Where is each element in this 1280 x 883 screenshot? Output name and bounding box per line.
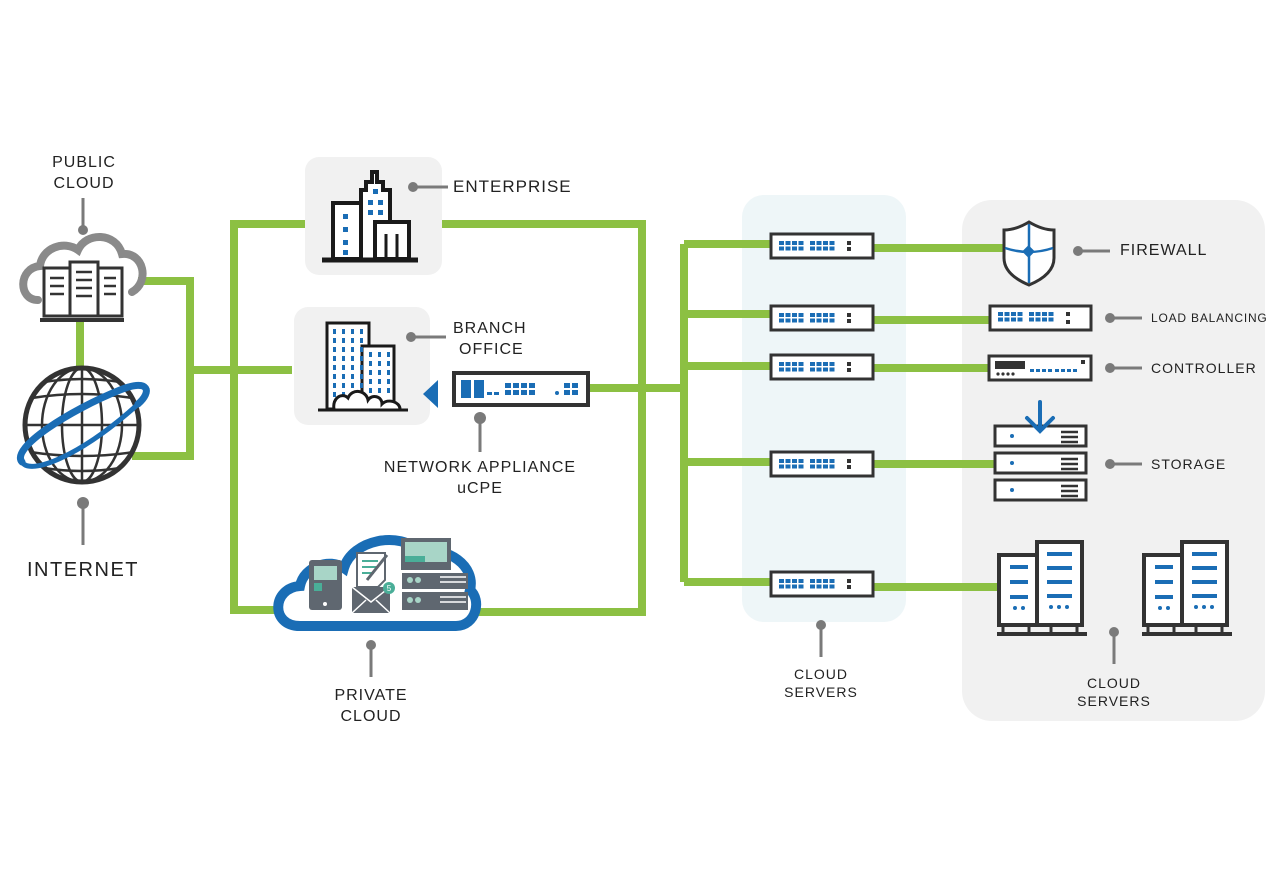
public-cloud-line1: PUBLIC <box>52 154 116 171</box>
network-appliance-icon <box>423 371 590 408</box>
public-cloud-label: PUBLIC CLOUD <box>30 152 138 194</box>
branch-office-line1: BRANCH <box>453 320 527 337</box>
storage-icon <box>993 400 1088 502</box>
shield-icon <box>1002 220 1056 287</box>
private-cloud-line1: PRIVATE <box>334 687 408 704</box>
branch-office-label: BRANCH OFFICE <box>453 318 527 360</box>
cloud-servers-racks-line1: CLOUD <box>1086 675 1141 691</box>
envelope-badge: 5 <box>387 584 392 593</box>
cloud-servers-racks-line2: SERVERS <box>1077 693 1151 709</box>
links <box>76 220 1004 616</box>
pin-controller <box>1105 363 1142 373</box>
cloud-servers-switch-panel <box>742 195 906 622</box>
network-appliance-line2: uCPE <box>457 480 503 497</box>
pin-cloud-servers-switches <box>816 620 826 657</box>
cloud-server-icon <box>19 233 147 322</box>
server-rack-icon <box>997 540 1087 636</box>
download-arrow-icon <box>1025 400 1055 434</box>
network-appliance-line1: NETWORK APPLIANCE <box>383 459 577 476</box>
label-pins <box>77 182 1142 677</box>
globe-icon <box>17 365 150 485</box>
switch-icon <box>769 570 875 598</box>
switch-stack <box>769 232 875 598</box>
pin-cloud-servers-racks <box>1109 627 1119 664</box>
branch-office-line2: OFFICE <box>459 341 524 358</box>
envelope-icon: 5 <box>351 582 395 614</box>
switch-icon <box>769 232 875 260</box>
switch-icon <box>769 304 875 332</box>
load-balancer-icon <box>988 304 1093 332</box>
pin-appliance <box>474 412 486 452</box>
network-appliance-label: NETWORK APPLIANCE uCPE <box>370 457 590 499</box>
branch-building-icon <box>318 321 408 412</box>
pin-storage <box>1105 459 1142 469</box>
pin-public-cloud <box>78 198 88 235</box>
link-public-cloud <box>138 277 194 370</box>
private-cloud-icon: 5 <box>273 535 482 631</box>
tablet-icon <box>309 560 342 610</box>
cloud-servers-switches-label: CLOUD SERVERS <box>766 665 876 701</box>
link-enterprise <box>442 220 646 616</box>
monitor-icon <box>401 538 451 570</box>
server-racks <box>997 540 1232 636</box>
switch-icon <box>769 353 875 381</box>
server-rack-icon <box>1142 540 1232 636</box>
pin-firewall <box>1073 246 1110 256</box>
pin-load-balancing <box>1105 313 1142 323</box>
load-balancing-label: LOAD BALANCING <box>1151 311 1268 325</box>
firewall-label: FIREWALL <box>1120 242 1208 259</box>
cloud-servers-switches-line2: SERVERS <box>784 684 858 700</box>
cloud-servers-racks-label: CLOUD SERVERS <box>1059 674 1169 710</box>
arrow-left-icon <box>423 380 438 408</box>
switch-icon <box>769 450 875 478</box>
controller-icon <box>987 354 1093 382</box>
pin-enterprise <box>408 182 448 192</box>
link-bus-vertical <box>230 220 305 614</box>
controller-label: CONTROLLER <box>1151 360 1257 376</box>
office-building-icon <box>322 170 418 263</box>
storage-label: STORAGE <box>1151 456 1227 472</box>
pin-private-cloud <box>366 640 376 677</box>
pin-branch <box>406 332 446 342</box>
pin-internet <box>77 497 89 545</box>
public-cloud-line2: CLOUD <box>53 175 115 192</box>
link-internet <box>132 370 194 460</box>
cloud-servers-switches-line1: CLOUD <box>793 666 848 682</box>
private-cloud-line2: CLOUD <box>340 708 402 725</box>
private-cloud-label: PRIVATE CLOUD <box>316 685 426 727</box>
server-unit-icon <box>402 573 468 610</box>
internet-label: INTERNET <box>27 559 139 581</box>
document-icon <box>356 552 389 588</box>
enterprise-label: ENTERPRISE <box>453 177 572 196</box>
